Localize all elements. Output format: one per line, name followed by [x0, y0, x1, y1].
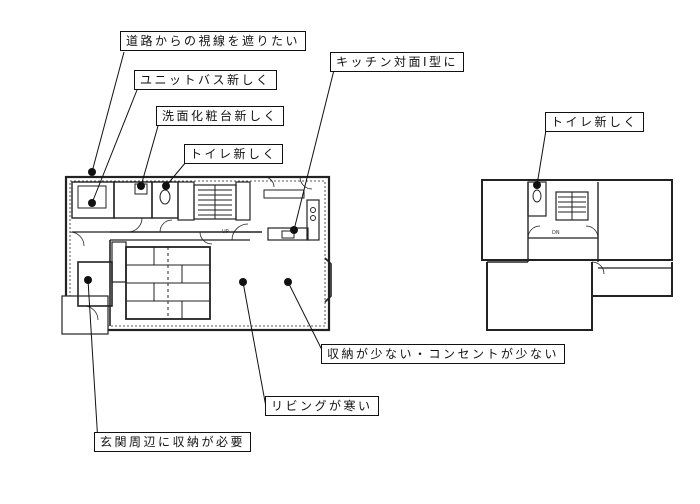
leader-toilet-1f: [165, 161, 187, 187]
callout-entrance-storage: 玄関周辺に収納が必要: [94, 432, 252, 452]
closet-1f: [177, 181, 195, 221]
kitchen-counter-top: [263, 189, 305, 199]
leader-vanity: [140, 125, 159, 187]
entrance-porch: [61, 295, 109, 335]
callout-toilet-2f: トイレ新しく: [545, 112, 645, 132]
alcove: [111, 241, 127, 283]
leader-living: [242, 281, 267, 408]
leader-toilet-2f: [536, 129, 547, 186]
callout-kitchen: キッチン対面Ⅰ型に: [330, 52, 465, 72]
washroom: [113, 181, 153, 219]
second-floor-plan: [481, 179, 673, 331]
leader-entrance: [87, 279, 99, 444]
kitchen-island: [267, 227, 309, 241]
up-mark-1f: UP: [222, 229, 229, 235]
callout-vanity: 洗面化粧台新しく: [156, 106, 285, 126]
leader-kitchen: [293, 69, 335, 231]
callout-road-view: 道路からの視線を遮りたい: [120, 31, 307, 51]
first-floor-plan: [61, 175, 332, 335]
bathtub: [77, 185, 107, 209]
closet-1f-b: [235, 181, 251, 221]
leader-lines: [87, 51, 547, 444]
callout-unit-bath: ユニットバス新しく: [134, 70, 277, 90]
toilet-fixture-1f: [159, 189, 171, 205]
callout-living-cold: リビングが寒い: [265, 396, 379, 416]
kitchen-counter-side: [306, 199, 320, 241]
second-floor-right-room: [591, 262, 673, 297]
dn-mark-2f: DN: [552, 230, 560, 236]
callout-storage-outlets: 収納が少ない・コンセントが少ない: [321, 344, 566, 364]
kitchen-sink: [281, 230, 295, 239]
leader-storage: [287, 281, 324, 353]
callout-toilet-1f: トイレ新しく: [184, 144, 284, 164]
entrance-hall: [77, 261, 113, 307]
second-floor-left-room: [486, 262, 593, 331]
toilet-fixture-2f: [532, 189, 542, 203]
second-floor-upper-block: [481, 179, 673, 261]
bay-window: [324, 257, 332, 303]
leader-unit-bath: [91, 89, 138, 204]
leader-road-view: [91, 51, 125, 173]
first-floor-outer-wall: [64, 175, 331, 332]
